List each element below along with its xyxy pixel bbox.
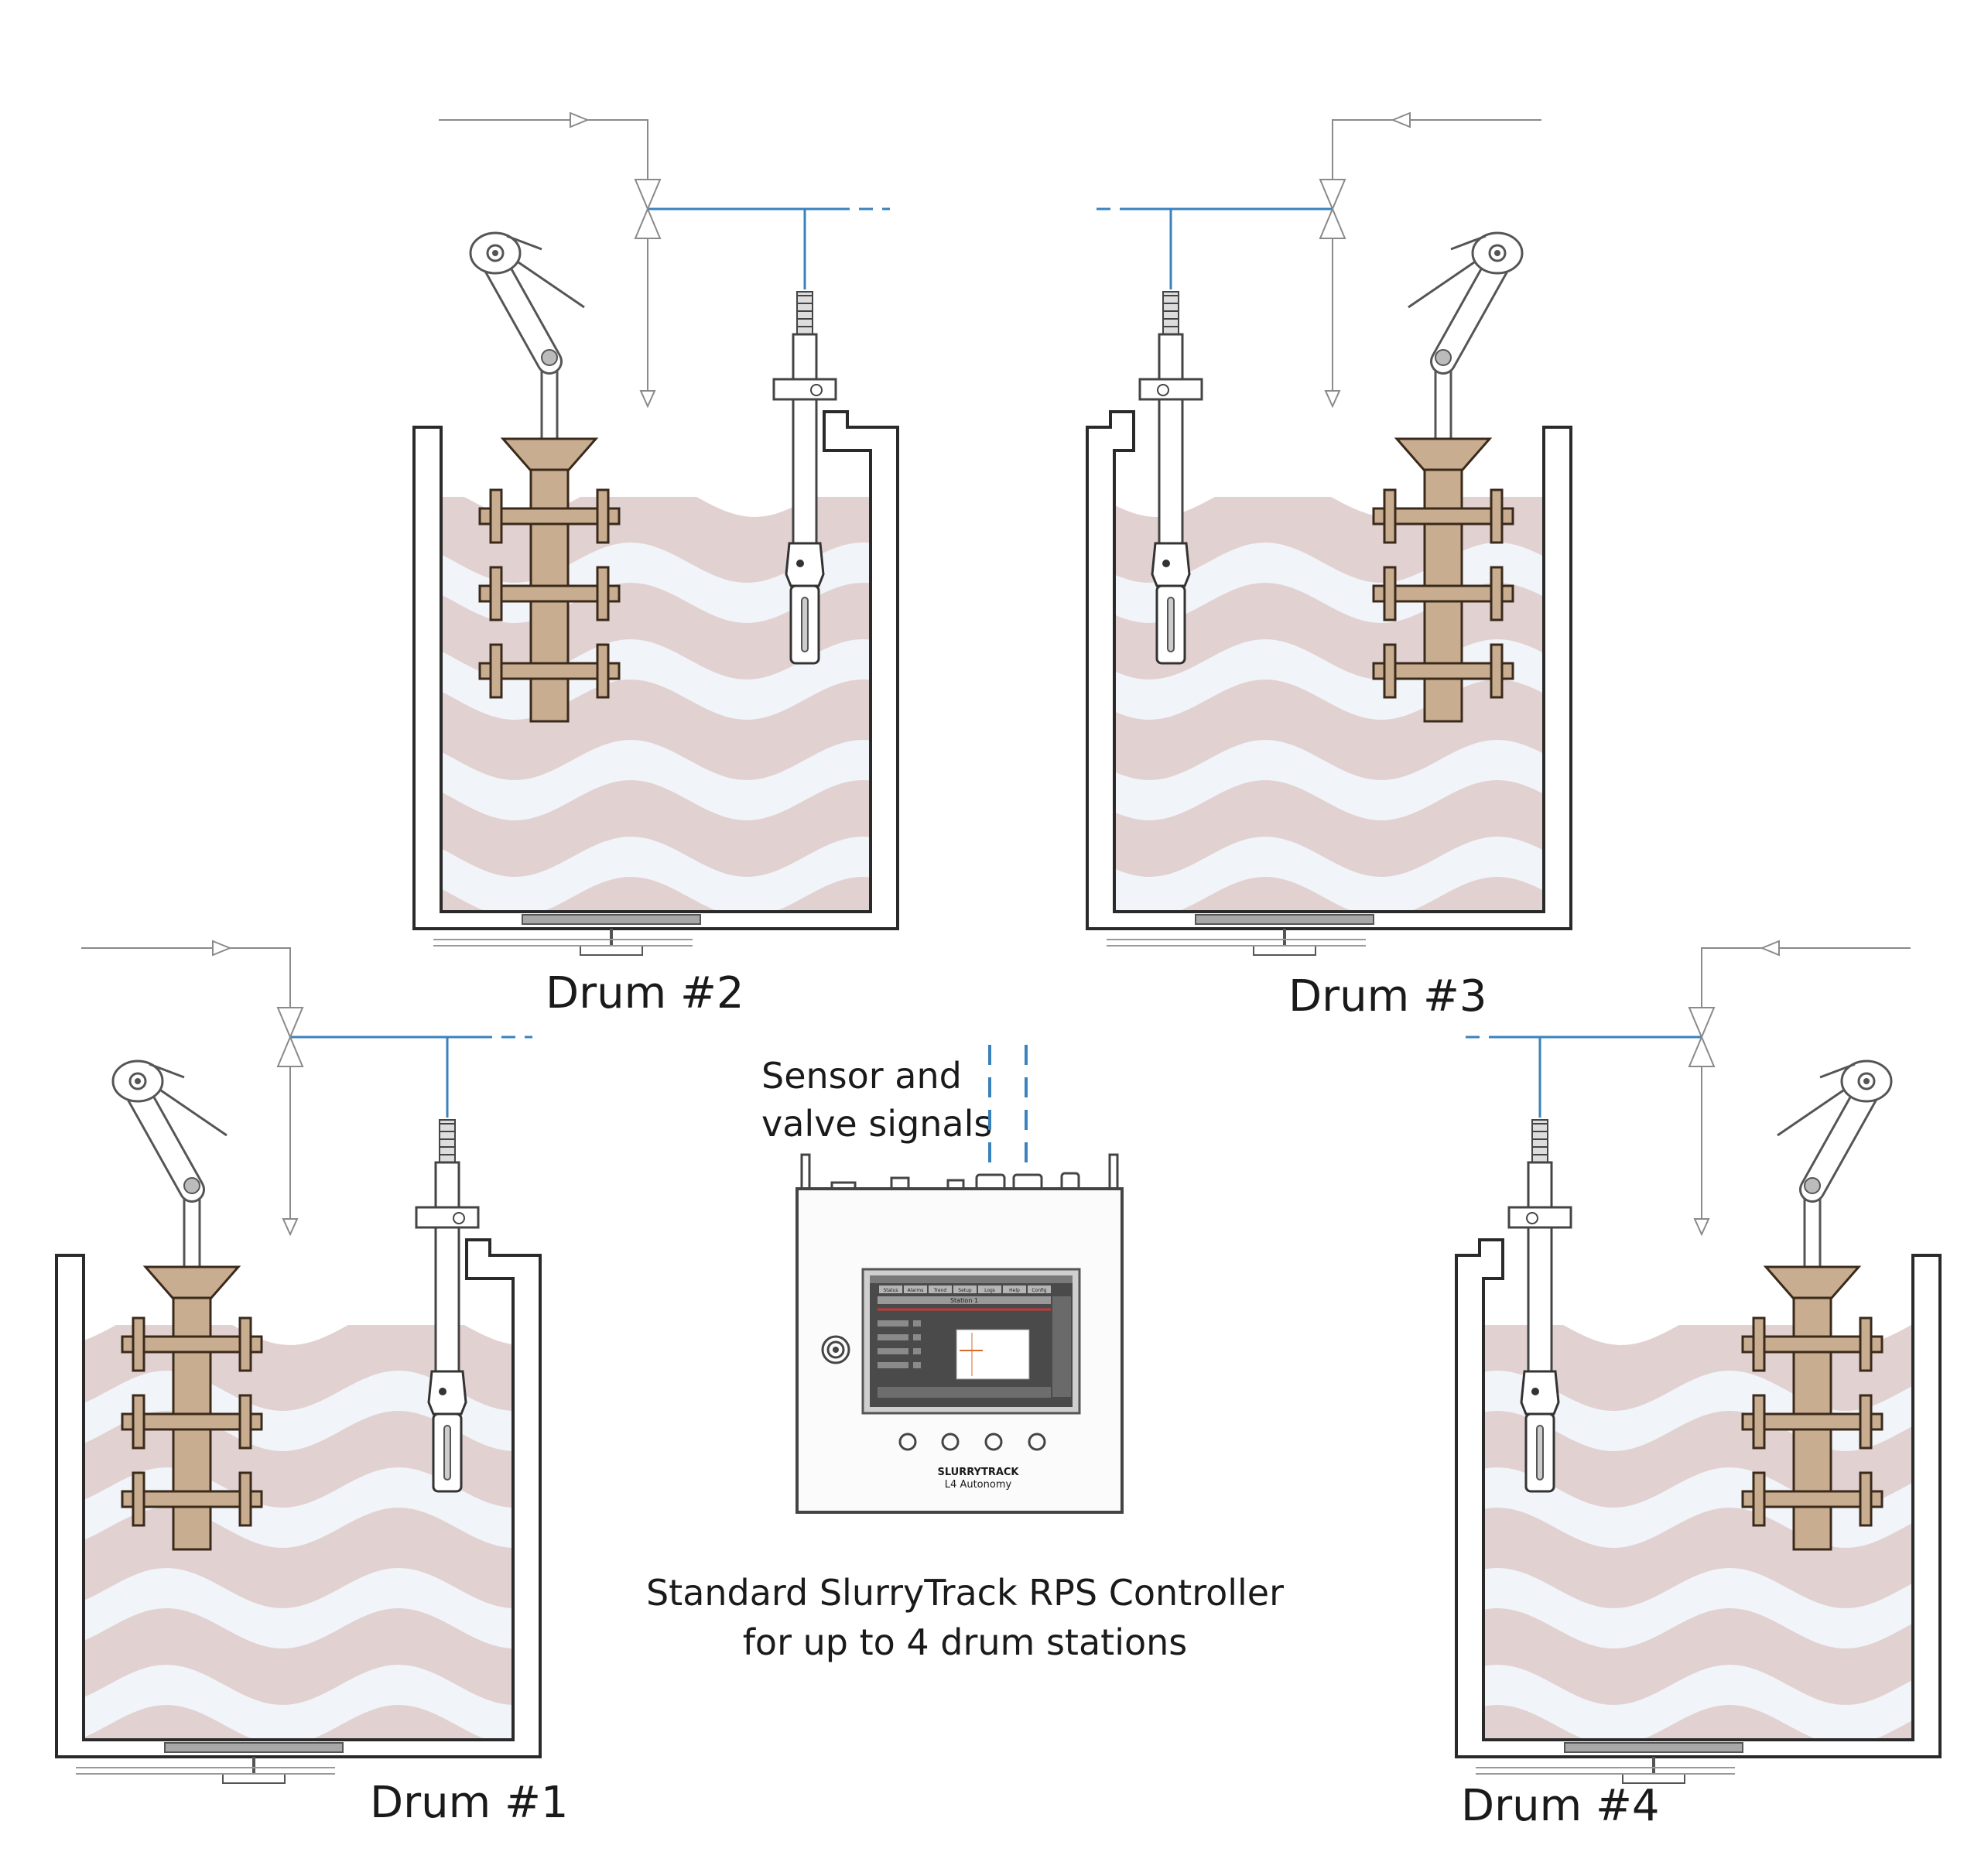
drum-4-wave-band [1483,1568,1913,1648]
screen-tab [953,1285,977,1293]
drum-1-agitator [121,1265,263,1551]
controller-brand: SLURRYTRACK [937,1467,1019,1478]
screen-tab [1003,1285,1026,1293]
screen-tab [929,1285,952,1293]
mixer-arm-icon [1777,1060,1893,1276]
drum-3-wave-band [1114,740,1544,820]
drum-2-wave-band [441,837,871,911]
sensor-probe-icon [1138,291,1203,665]
valve-icon [1319,179,1346,239]
drum-4-label: Drum #4 [1461,1781,1660,1831]
drum-3-scale-plate [1195,914,1374,925]
drum-3-feed-pipe [1324,111,1541,409]
drum-4-feed-pipe [1693,940,1911,1237]
mixer-arm-icon [469,231,585,448]
drum-4-station [1455,940,1942,1784]
drum-4-signal-wiring [1464,1036,1702,1118]
knob-icon [821,1335,850,1364]
drum-2-scale-foot [580,945,643,956]
drum-2-slurry [441,430,871,911]
signals-label-line1: Sensor and [761,1055,962,1097]
drum-1-scale-foot [222,1773,286,1784]
drum-2-drum-wall [412,410,899,930]
controller-model: L4 Autonomy [945,1479,1012,1491]
controller-caption-line2: for up to 4 drum stations [743,1621,1188,1663]
drum-2-scale-plate [522,914,701,925]
drum-3-drum-wall [1086,410,1572,930]
mixer-arm-icon [111,1060,228,1276]
drum-4-agitator [1741,1265,1883,1551]
drum-3-agitator [1372,437,1514,723]
sensor-probe-icon [1507,1119,1572,1493]
drum-1-drum-wall [55,1238,542,1758]
drum-3-signal-wiring [1095,207,1333,289]
controller-caption-line1: Standard SlurryTrack RPS Controller [646,1572,1284,1614]
drum-4-scale-plate [1564,1742,1743,1753]
screen-tab-label: Status [883,1288,898,1293]
drum-2-label: Drum #2 [546,968,744,1018]
controller-unit: Status Alarms Trend Setup Logs Help Config Sta… [795,1153,1124,1514]
drum-4-wave-band [1483,1665,1913,1739]
screen-title: Station 1 [950,1297,978,1304]
drum-1-feed-pipe [81,940,299,1237]
drum-1-signal-wiring [290,1036,532,1118]
drum-1-scale-plate [164,1742,344,1753]
drum-3-scale-foot [1253,945,1316,956]
drum-1-station [55,940,542,1784]
screen-tab-label: Alarms [908,1288,924,1293]
drum-2-feed-pipe [439,111,656,409]
valve-icon [634,179,662,239]
screen-tab [978,1285,1001,1293]
drum-1-label: Drum #1 [370,1778,569,1828]
screen-tab [879,1285,902,1293]
drum-3-station [1086,111,1572,956]
drum-1-wave-band [84,1568,513,1648]
signals-label-line2: valve signals [761,1103,992,1145]
sensor-probe-icon [772,291,837,665]
screen-tab [1028,1285,1051,1293]
screen-tab [904,1285,927,1293]
drum-3-wave-band [1114,837,1544,911]
drum-1-slurry [84,1258,513,1739]
screen-tab-label: Trend [933,1288,947,1293]
screen-tab-label: Logs [984,1288,995,1293]
signal-lines [988,1045,1028,1183]
drum-2-wave-band [441,740,871,820]
drum-4-drum-wall [1455,1238,1942,1758]
sensor-probe-icon [415,1119,480,1493]
drum-1-wave-band [84,1665,513,1739]
valve-icon [1688,1007,1716,1067]
screen-tab-label: Help [1009,1288,1020,1293]
drum-2-signal-wiring [648,207,890,289]
valve-icon [276,1007,304,1067]
drum-2-agitator [478,437,621,723]
screen-tab-label: Config [1032,1288,1046,1293]
mixer-arm-icon [1408,231,1524,448]
drum-2-station [412,111,899,956]
screen-tab-label: Setup [958,1288,972,1293]
drum-3-label: Drum #3 [1288,971,1487,1022]
